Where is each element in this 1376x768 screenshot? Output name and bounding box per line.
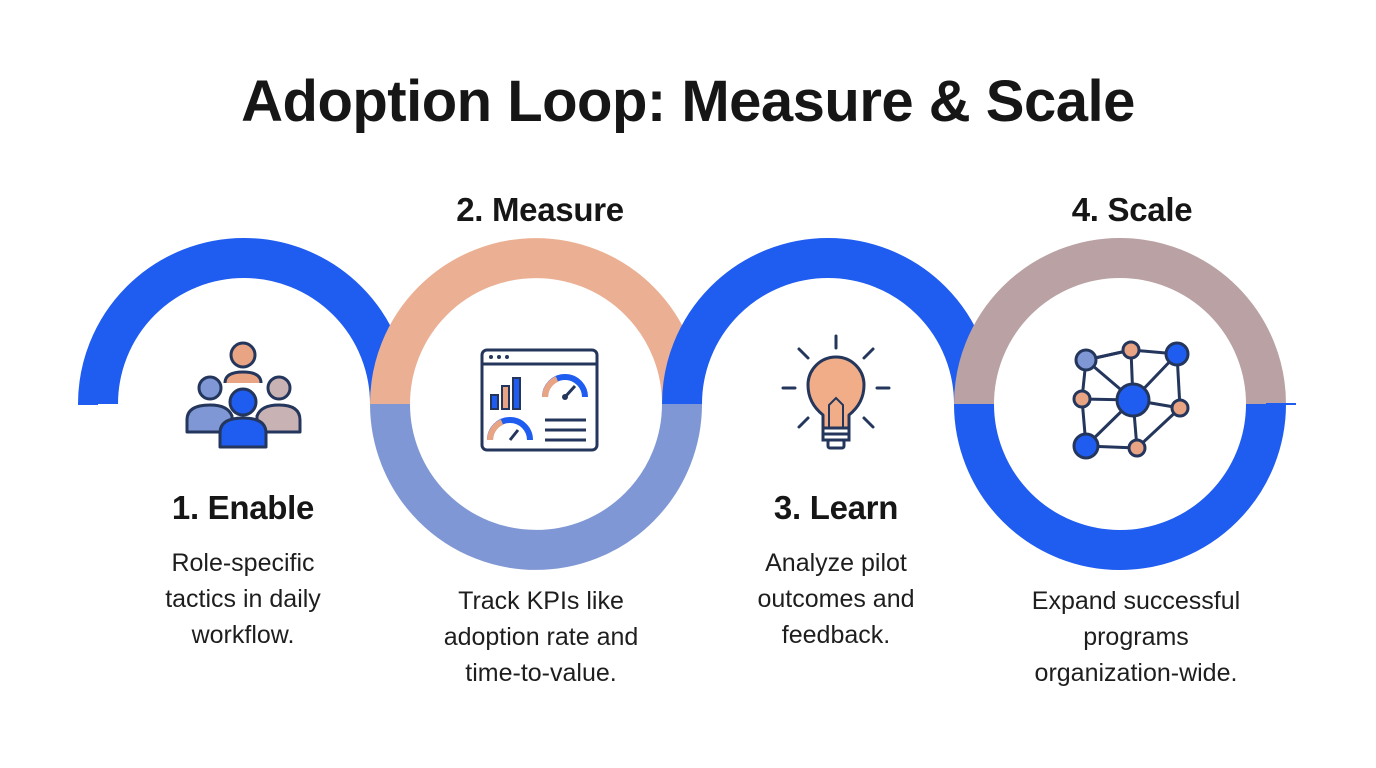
dashboard-analytics-icon xyxy=(480,348,599,452)
step-scale-heading: 4. Scale xyxy=(1071,191,1193,228)
lightbulb-icon xyxy=(781,334,891,450)
team-people-icon xyxy=(185,341,302,449)
step-enable-desc-line: workflow. xyxy=(191,621,295,649)
step-enable-heading: 1. Enable xyxy=(171,489,315,526)
loop-segment-learn xyxy=(662,238,994,405)
step-learn-desc-line: feedback. xyxy=(781,621,891,649)
step-learn-desc-line: outcomes and xyxy=(757,585,915,613)
loop-segment-measure-lower xyxy=(370,403,702,570)
step-scale-desc-line: Expand successful xyxy=(1031,587,1241,615)
step-measure-description: Track KPIs like adoption rate and time-t… xyxy=(391,583,691,691)
loop-segment-scale-lower xyxy=(954,403,1286,570)
loop-segment-measure xyxy=(370,238,702,405)
step-measure-heading: 2. Measure xyxy=(456,191,624,228)
step-learn-heading: 3. Learn xyxy=(773,489,899,526)
step-learn-desc-line: Analyze pilot xyxy=(765,549,907,577)
step-learn-description: Analyze pilot outcomes and feedback. xyxy=(686,545,986,653)
step-measure-desc-line: Track KPIs like xyxy=(458,587,624,615)
network-nodes-icon xyxy=(1072,340,1190,460)
page-title: Adoption Loop: Measure & Scale xyxy=(241,69,1135,134)
step-scale-desc-line: programs xyxy=(1083,623,1189,651)
loop-segment-scale xyxy=(954,238,1286,405)
step-measure-desc-line: adoption rate and xyxy=(443,623,639,651)
loop-segment-enable xyxy=(78,238,410,405)
step-scale-desc-line: organization-wide. xyxy=(1034,659,1238,687)
step-measure-desc-line: time-to-value. xyxy=(465,659,617,687)
step-scale-description: Expand successful programs organization-… xyxy=(986,583,1286,691)
step-enable-desc-line: tactics in daily xyxy=(165,585,321,613)
step-enable-desc-line: Role-specific xyxy=(171,549,315,577)
step-enable-description: Role-specific tactics in daily workflow. xyxy=(93,545,393,653)
